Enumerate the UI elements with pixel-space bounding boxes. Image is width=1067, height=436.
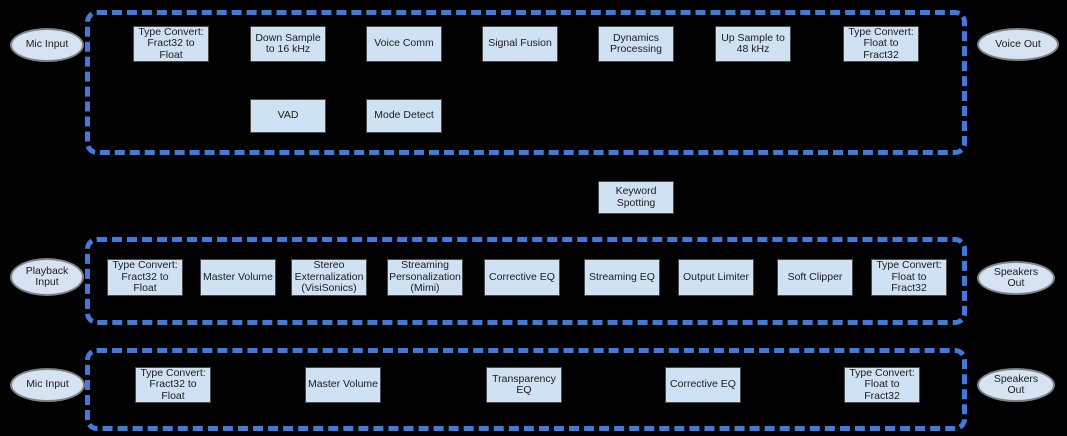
terminal-mic-input-voice: Mic Input [10, 28, 84, 62]
block-stereo-externalization: Stereo Externalization (VisiSonics) [291, 259, 367, 296]
block-master-volume: Master Volume [200, 259, 276, 296]
block-transparency-corrective-eq: Corrective EQ [665, 367, 741, 403]
block-transparency-type-convert-in: Type Convert: Fract32 to Float [135, 367, 211, 403]
block-voice-type-convert-in: Type Convert: Fract32 to Float [133, 26, 209, 62]
terminal-playback-input: Playback Input [10, 258, 84, 296]
block-voice-type-convert-out: Type Convert: Float to Fract32 [843, 26, 919, 62]
terminal-speakers-out-transparency: Speakers Out [977, 368, 1055, 402]
block-streaming-personalization: Streaming Personalization (Mimi) [387, 259, 463, 296]
block-up-sample: Up Sample to 48 kHz [715, 26, 791, 62]
block-output-limiter: Output Limiter [678, 259, 754, 296]
block-transparency-eq: Transparency EQ [486, 367, 562, 403]
block-soft-clipper: Soft Clipper [777, 259, 853, 296]
terminal-voice-out: Voice Out [977, 28, 1059, 61]
block-playback-type-convert-out: Type Convert: Float to Fract32 [871, 259, 947, 296]
voice-pipeline-group [85, 10, 967, 155]
block-voice-comm: Voice Comm [366, 26, 442, 62]
block-transparency-type-convert-out: Type Convert: Float to Fract32 [844, 367, 920, 403]
block-corrective-eq: Corrective EQ [484, 259, 560, 296]
transparency-pipeline-group [85, 348, 967, 431]
block-streaming-eq: Streaming EQ [584, 259, 660, 296]
terminal-mic-input-transparency: Mic Input [10, 368, 85, 402]
block-down-sample: Down Sample to 16 kHz [250, 26, 326, 62]
block-dynamics-processing: Dynamics Processing [598, 26, 674, 62]
block-transparency-master-volume: Master Volume [305, 367, 381, 403]
block-mode-detect: Mode Detect [366, 99, 442, 133]
block-keyword-spotting: Keyword Spotting [598, 181, 674, 214]
playback-pipeline-group [85, 237, 967, 325]
terminal-speakers-out-playback: Speakers Out [977, 261, 1055, 295]
block-playback-type-convert-in: Type Convert: Fract32 to Float [107, 259, 183, 296]
block-vad: VAD [250, 99, 326, 133]
block-signal-fusion: Signal Fusion [482, 26, 558, 62]
